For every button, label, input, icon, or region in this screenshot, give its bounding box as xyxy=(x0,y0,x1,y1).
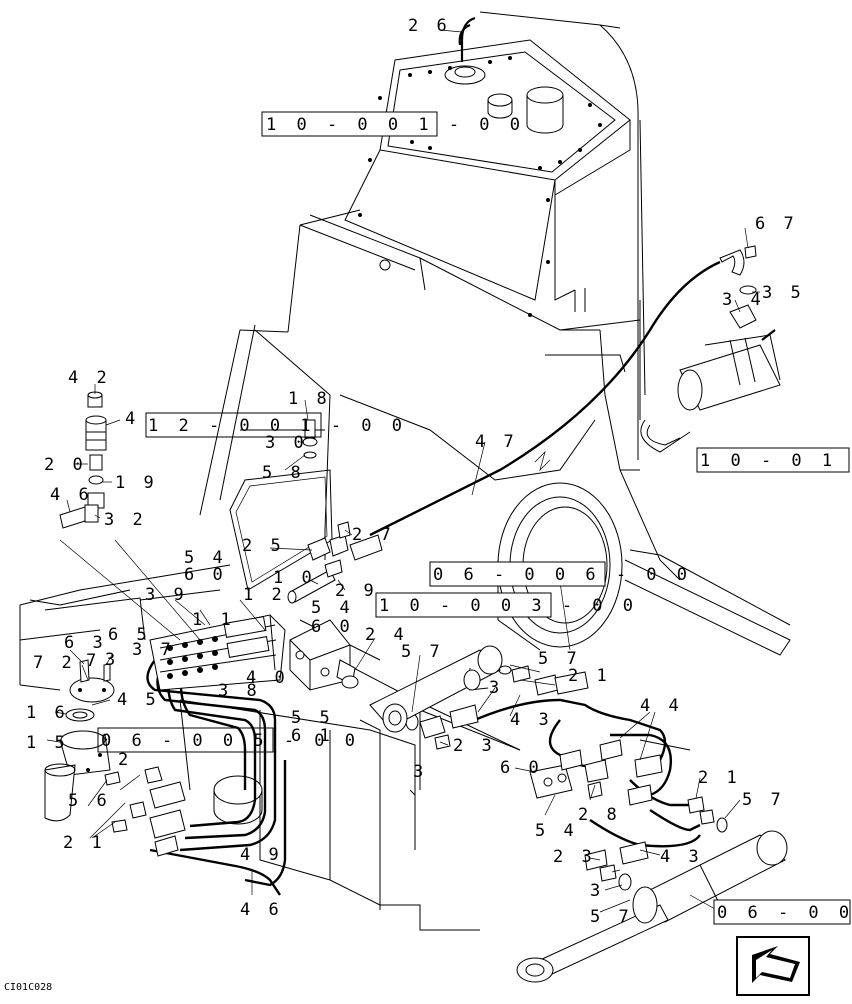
part-callout: 3 2 xyxy=(104,510,147,530)
drawing-code: CI01C028 xyxy=(4,982,52,993)
reference-boxes: 1 0 - 0 0 1 - 0 0 1 2 - 0 0 1 - 0 0 1 0 … xyxy=(97,111,852,925)
part-callout: 6 1 xyxy=(291,726,334,746)
part-callout: 2 1 xyxy=(698,768,741,788)
part-callout: 5 8 xyxy=(262,463,305,483)
part-callout: 3 0 xyxy=(265,433,308,453)
part-callout: 6 5 xyxy=(108,625,151,645)
reference-label: 1 0 - 0 0 3 - 0 0 xyxy=(379,596,638,616)
part-callout: 1 0 xyxy=(273,568,316,588)
part-callout: 4 4 xyxy=(640,696,683,716)
reference-box: 0 6 - 0 0 6 - xyxy=(713,899,852,925)
reference-label: 1 2 - 0 0 1 - 0 0 xyxy=(148,416,407,436)
fittings xyxy=(44,23,757,891)
part-callout: 1 1 xyxy=(192,610,235,630)
reference-box: 1 0 - 0 0 1 - 0 0 xyxy=(261,111,525,137)
part-callout: 5 6 xyxy=(68,791,111,811)
reference-box: 1 0 - 0 1 0 - 0 xyxy=(696,447,852,473)
part-callout: 6 0 xyxy=(184,565,227,585)
part-callout: 1 8 xyxy=(288,389,331,409)
part-callout: 5 7 xyxy=(401,642,444,662)
part-callout: 7 2 xyxy=(33,653,76,673)
part-callout: 2 9 xyxy=(335,581,378,601)
reference-label: 0 6 - 0 0 6 - 0 0 xyxy=(433,565,692,585)
part-callout: 3 xyxy=(590,881,604,901)
part-callout: 4 xyxy=(125,409,139,429)
part-callout: 2 xyxy=(118,750,132,770)
valve-bank xyxy=(149,614,359,691)
reference-label: 1 0 - 0 0 1 - 0 0 xyxy=(266,115,525,135)
part-callout: 3 xyxy=(105,650,119,670)
part-callout: 6 0 xyxy=(500,758,543,778)
part-callout: 4 6 xyxy=(50,485,93,505)
reference-box: 1 2 - 0 0 1 - 0 0 xyxy=(145,412,407,438)
part-callout: 5 7 xyxy=(742,790,785,810)
part-callout: 2 1 xyxy=(568,666,611,686)
part-callout: 4 3 xyxy=(510,710,553,730)
part-callout: 6 3 xyxy=(64,633,107,653)
part-callout: 2 3 xyxy=(553,847,596,867)
part-callout: 7 xyxy=(86,651,100,671)
part-callout: 2 1 xyxy=(63,833,106,853)
reference-label: 1 0 - 0 1 0 - 0 xyxy=(700,451,852,471)
part-callout: 1 9 xyxy=(115,473,158,493)
part-callout: 5 7 xyxy=(590,907,633,927)
part-callout: 3 4 xyxy=(722,290,765,310)
part-callout: 4 6 xyxy=(240,900,283,920)
reference-label: 0 6 - 0 0 6 - xyxy=(717,903,852,923)
part-callout: 3 7 xyxy=(132,640,175,660)
part-callout: 1 2 xyxy=(243,585,286,605)
reference-box: 0 6 - 0 0 5 - 0 0 xyxy=(97,727,360,753)
reference-label: 0 6 - 0 0 5 - 0 0 xyxy=(101,731,360,751)
part-callout: 1 5 xyxy=(26,733,69,753)
part-callout: 2 6 xyxy=(408,16,451,36)
part-callout: 2 0 xyxy=(44,455,87,475)
leader-lines xyxy=(46,29,760,913)
reference-box: 1 0 - 0 0 3 - 0 0 xyxy=(375,592,638,618)
part-callout: 2 4 xyxy=(365,625,408,645)
part-callout: 2 7 xyxy=(352,525,395,545)
part-callout: 3 5 xyxy=(762,283,805,303)
reference-box: 0 6 - 0 0 6 - 0 0 xyxy=(429,561,692,587)
part-callout: 5 4 xyxy=(311,598,354,618)
fuel-tank xyxy=(344,16,631,317)
part-callout: 3 8 xyxy=(218,681,261,701)
part-callout: 5 5 xyxy=(291,708,334,728)
cylinders xyxy=(369,645,788,983)
part-callout: 4 7 xyxy=(475,432,518,452)
part-callout: 1 6 xyxy=(26,703,69,723)
machine-frame xyxy=(19,11,791,931)
part-callout: 4 5 xyxy=(117,690,160,710)
part-callout: 2 5 xyxy=(242,536,285,556)
part-callout: 6 0 xyxy=(311,617,354,637)
return-filter xyxy=(639,300,781,453)
part-callout: 3 xyxy=(489,678,503,698)
part-callout: 4 2 xyxy=(68,368,111,388)
part-callout: 4 0 xyxy=(246,668,289,688)
part-callout: 6 7 xyxy=(755,214,798,234)
callouts: 2 6 6 7 3 4 3 5 4 2 4 1 8 3 0 5 8 2 0 1 … xyxy=(26,16,805,927)
part-callout: 4 9 xyxy=(240,845,283,865)
part-callout: 5 4 xyxy=(535,821,578,841)
part-callout: 5 4 xyxy=(184,548,227,568)
part-callout: 2 3 xyxy=(453,736,496,756)
part-callout: 5 7 xyxy=(538,649,581,669)
part-callout: 2 8 xyxy=(578,805,621,825)
arrow-icon xyxy=(736,936,810,996)
part-callout: 3 xyxy=(413,762,427,782)
part-callout: 4 3 xyxy=(660,847,703,867)
part-callout: 3 9 xyxy=(145,585,188,605)
hose-lines xyxy=(146,260,721,896)
